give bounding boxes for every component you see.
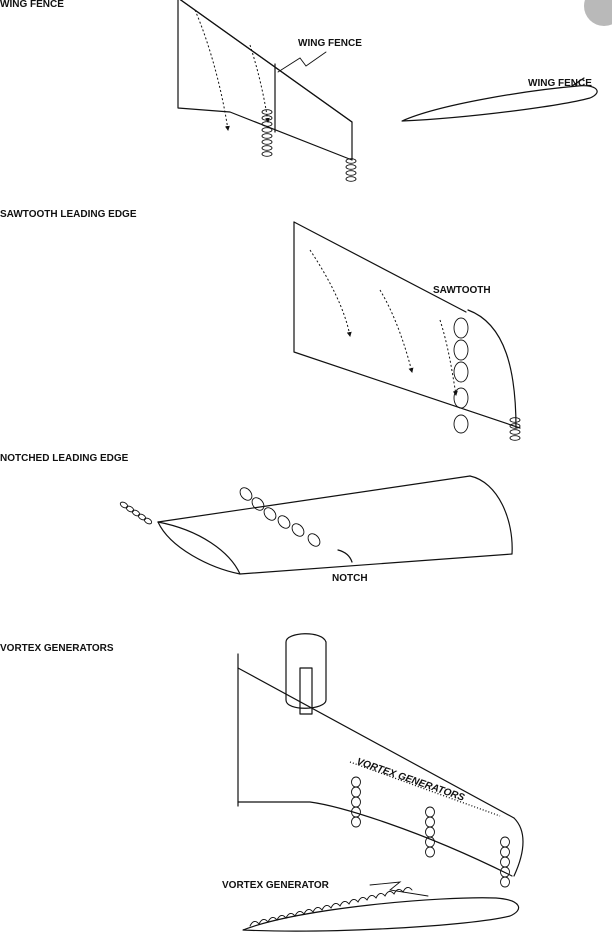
flow-arrow (439, 319, 458, 396)
callout-sawtooth: SAWTOOTH (433, 285, 491, 296)
flow-arrow (194, 9, 230, 131)
engine-pylon (299, 667, 313, 715)
wing-leading-edge (293, 221, 467, 313)
wing-trailing-edge (237, 801, 513, 877)
callout-vortex-generators: VORTEX GENERATORS (355, 756, 466, 803)
section-title-notched: NOTCHED LEADING EDGE (0, 453, 129, 464)
wing-leading-edge (157, 475, 471, 523)
wing-outline (293, 221, 521, 429)
vortex-loops (453, 317, 469, 434)
section-sawtooth: SAWTOOTH LEADING EDGE SAWTOOTH (0, 209, 521, 441)
wing-lower-outline (157, 521, 513, 575)
flow-arrow (249, 44, 270, 123)
section-wing-fence: WING FENCE WING FENCE WING FENCE (0, 0, 598, 182)
wing-fence-planform: WING FENCE (177, 0, 362, 182)
vortex-coil (345, 158, 357, 182)
fence-stub (571, 77, 585, 87)
wing-leading-edge (237, 667, 515, 819)
sawtooth-planform: SAWTOOTH (293, 221, 521, 441)
vortex-coil (119, 501, 153, 525)
section-title-vortex-generators: VORTEX GENERATORS (0, 643, 114, 654)
section-title-sawtooth: SAWTOOTH LEADING EDGE (0, 209, 137, 220)
airfoil-edge (157, 521, 241, 575)
airfoil-section (242, 897, 520, 932)
callout-leader (277, 51, 327, 73)
vortex-coil (261, 109, 273, 157)
callout-wing-fence-section: WING FENCE (528, 78, 592, 89)
callout-leader (369, 881, 429, 897)
section-title-wing-fence: WING FENCE (0, 0, 64, 10)
callout-wing-fence: WING FENCE (298, 38, 362, 49)
callout-notch: NOTCH (332, 573, 368, 584)
section-vortex-generators: VORTEX GENERATORS (0, 633, 524, 932)
vortex-wing: VORTEX GENERATORS (237, 633, 524, 888)
section-notched: NOTCHED LEADING EDGE NOTCH (0, 453, 513, 584)
vortex-coil (425, 806, 435, 858)
engine-nacelle (285, 633, 327, 709)
vortex-generator-row (349, 761, 501, 817)
flow-arrow (309, 249, 352, 337)
airfoil-section (401, 85, 598, 122)
wing-leading-edge (179, 0, 353, 123)
vortex-airfoil: VORTEX GENERATOR (222, 880, 520, 932)
wing-tip (513, 817, 524, 877)
wing-fence-airfoil: WING FENCE (401, 77, 598, 122)
vortex-coil (351, 776, 361, 828)
wing-planform-outline (177, 0, 353, 161)
vortex-wake (249, 887, 413, 927)
vortex-coil (509, 417, 521, 441)
flow-arrow (379, 289, 414, 373)
callout-vortex-generator: VORTEX GENERATOR (222, 880, 330, 891)
notch-mark (337, 549, 353, 563)
notched-wing: NOTCH (119, 475, 513, 584)
vortex-loops (239, 487, 321, 547)
sawtooth-extension (467, 309, 517, 429)
vortex-coil (500, 836, 510, 888)
wing-tip (469, 475, 513, 555)
